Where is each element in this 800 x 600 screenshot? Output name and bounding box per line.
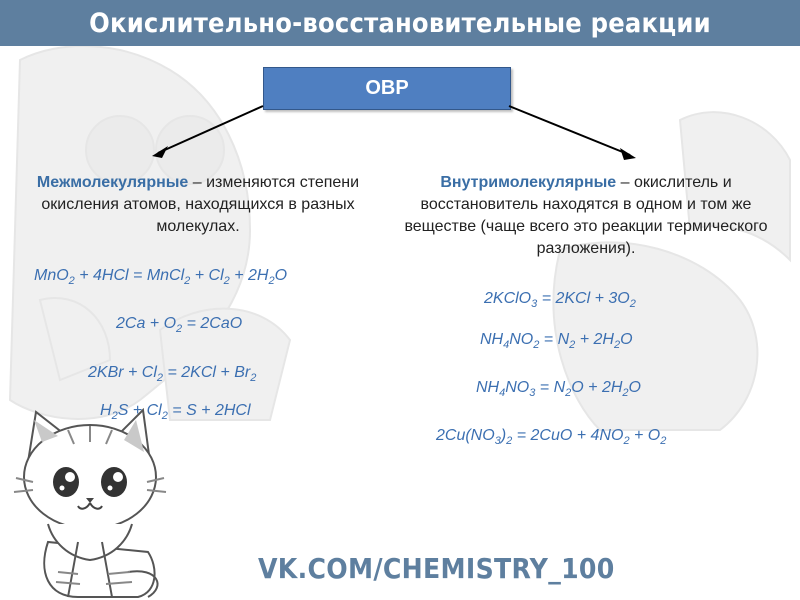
page-title: Окислительно-восстановительные реакции bbox=[89, 7, 711, 39]
left-equation: 2KBr + Cl2 = 2KCl + Br2 bbox=[88, 364, 257, 385]
intermolecular-text: – изменяются степени окисления атомов, н… bbox=[41, 174, 360, 235]
cat-illustration-icon bbox=[13, 407, 167, 598]
intramolecular-description: Внутримолекулярные – окислитель и восста… bbox=[400, 172, 772, 260]
left-equation: MnO2 + 4HCl = MnCl2 + Cl2 + 2H2O bbox=[34, 267, 288, 288]
left-equation: H2S + Cl2 = S + 2HCl bbox=[100, 402, 251, 423]
intramolecular-term: Внутримолекулярные bbox=[440, 174, 617, 191]
intermolecular-term: Межмолекулярные bbox=[36, 174, 189, 191]
intermolecular-description: Межмолекулярные – изменяются степени оки… bbox=[24, 172, 372, 238]
left-equation: 2Ca + O2 = 2CaO bbox=[116, 315, 243, 336]
root-concept-label: ОВР bbox=[365, 77, 409, 99]
root-concept-box: ОВР bbox=[263, 67, 511, 110]
footer-vk-link[interactable]: VK.COM/CHEMISTRY_100 bbox=[258, 552, 615, 585]
right-equation: 2Cu(NO3)2 = 2CuO + 4NO2 + O2 bbox=[436, 427, 667, 448]
title-bar: Окислительно-восстановительные реакции bbox=[0, 0, 800, 46]
right-equation: 2KClO3 = 2KCl + 3O2 bbox=[484, 290, 636, 311]
right-equation: NH4NO2 = N2 + 2H2O bbox=[480, 331, 633, 352]
intramolecular-text: – окислитель и восстановитель находятся … bbox=[404, 174, 768, 257]
right-equation: NH4NO3 = N2O + 2H2O bbox=[476, 379, 641, 400]
